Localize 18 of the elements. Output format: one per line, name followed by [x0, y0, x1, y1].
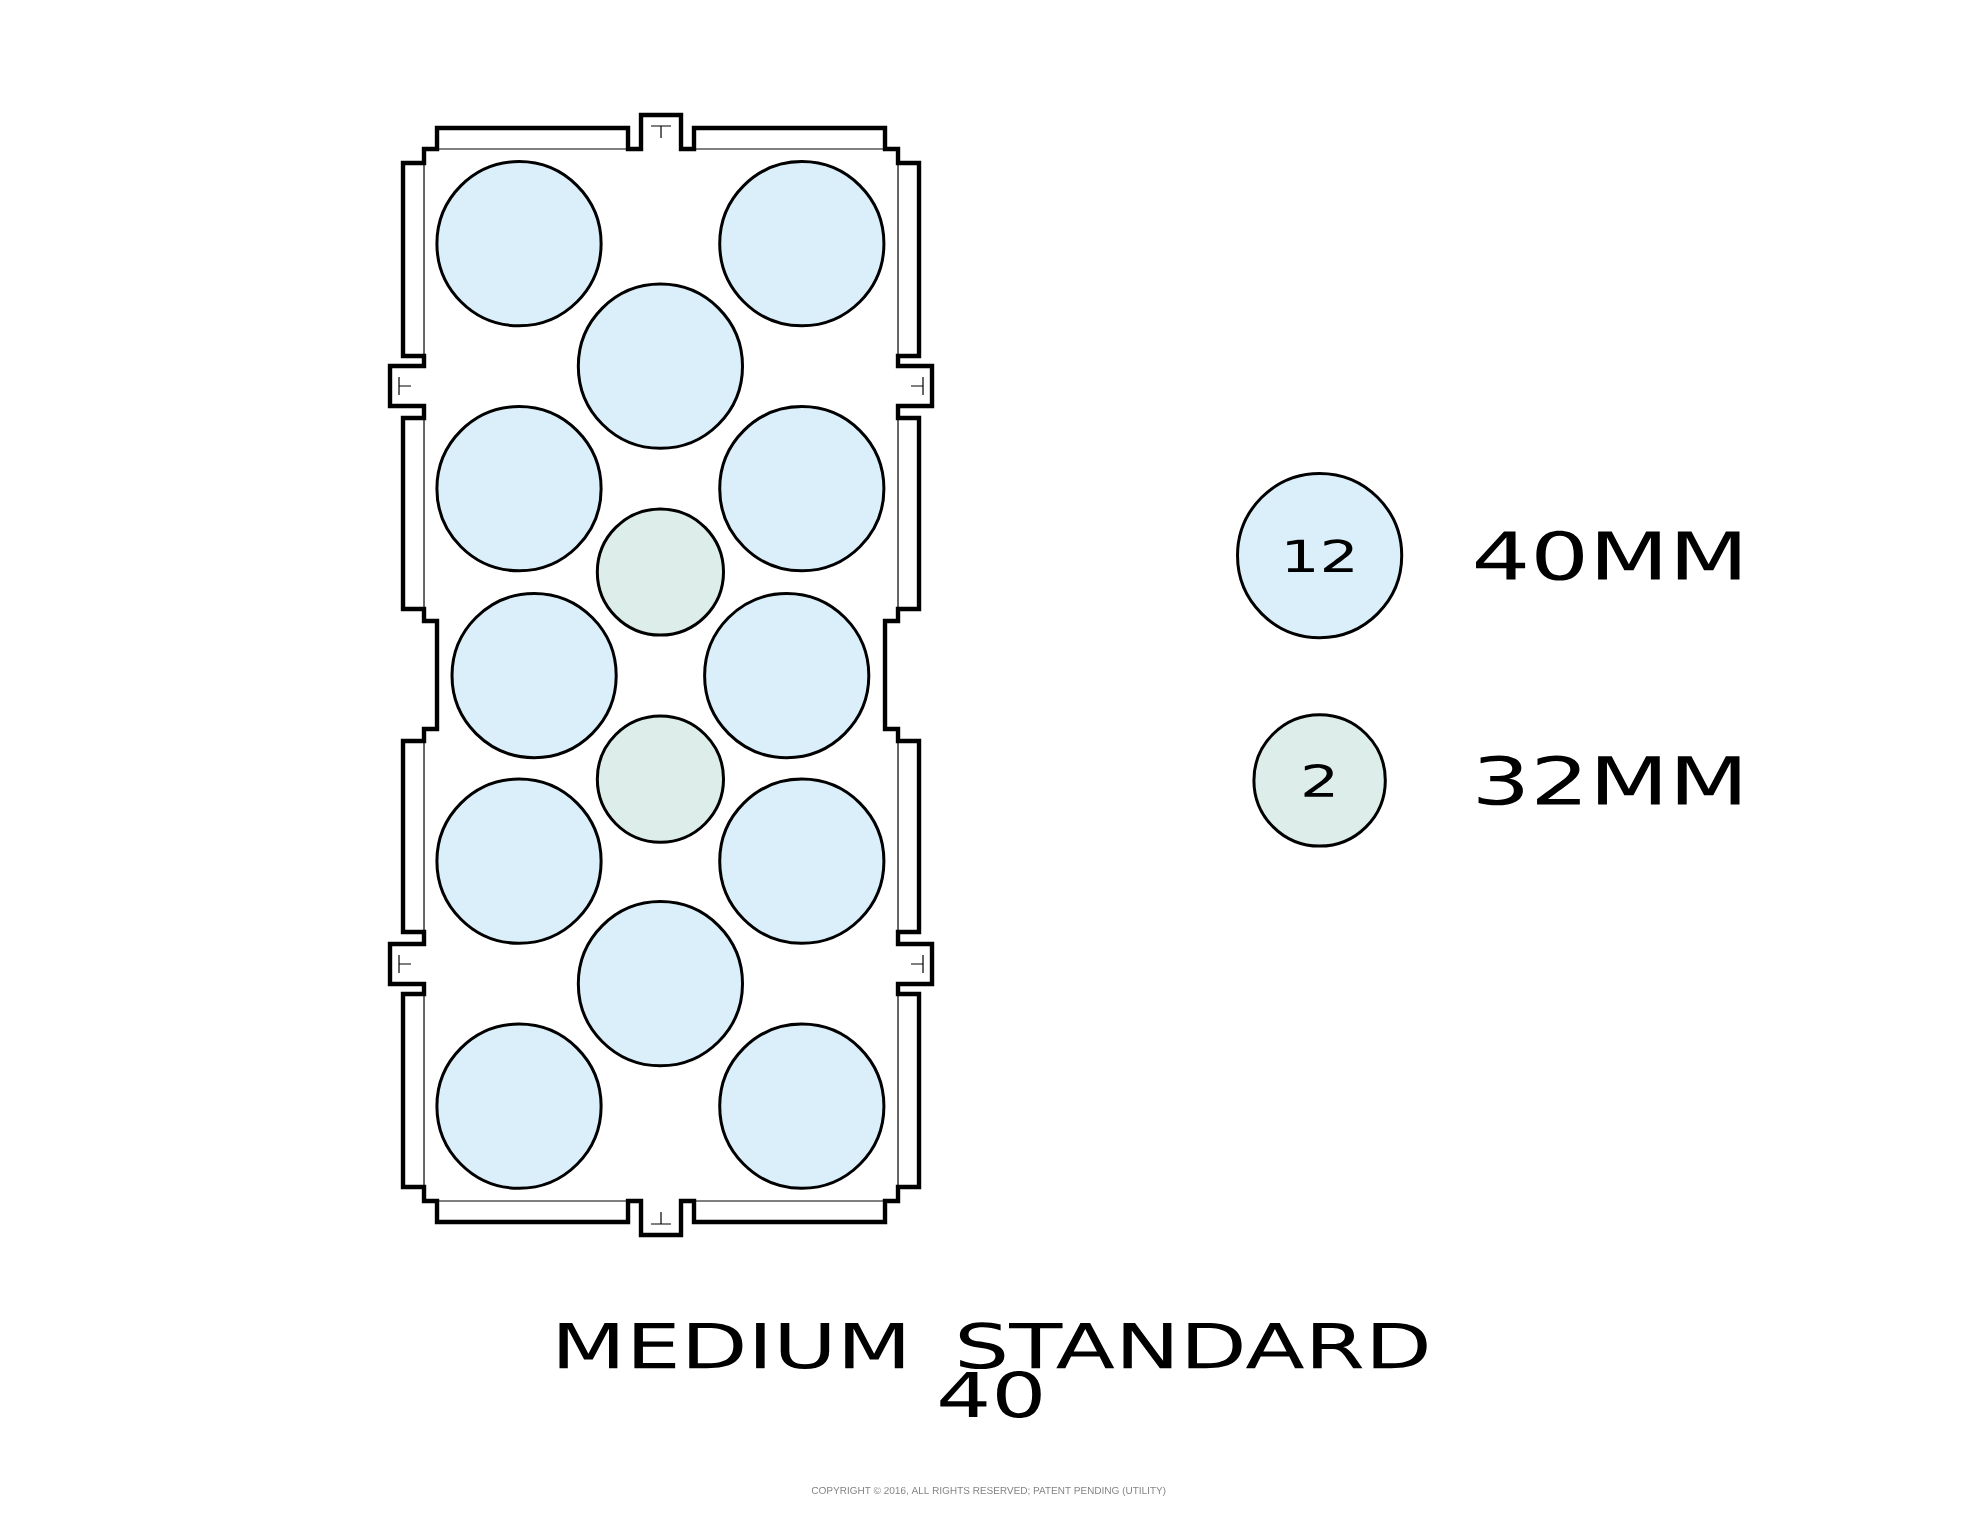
- size-label: 32MM: [1478, 755, 1740, 806]
- coin-hole: [435, 405, 603, 573]
- coin-hole: [703, 592, 871, 760]
- coin-hole: [718, 160, 886, 328]
- size-label: 40MM: [1476, 530, 1740, 581]
- coin-hole: [435, 160, 603, 328]
- coin-hole: [576, 900, 744, 1068]
- coin-hole: [595, 714, 725, 844]
- coin-hole: [718, 405, 886, 573]
- coin-hole: [718, 1022, 886, 1190]
- coin-hole: [435, 777, 603, 945]
- title: MEDIUM STANDARD 40: [559, 1322, 1427, 1418]
- coin-hole: [718, 777, 886, 945]
- coin-hole: [450, 592, 618, 760]
- copyright-notice: COPYRIGHT © 2016, ALL RIGHTS RESERVED; PATENT PENDING (UTILITY): [811, 1486, 1166, 1496]
- coin-hole: [595, 507, 725, 637]
- coin-hole: [576, 282, 744, 450]
- coin-hole: [435, 1022, 603, 1190]
